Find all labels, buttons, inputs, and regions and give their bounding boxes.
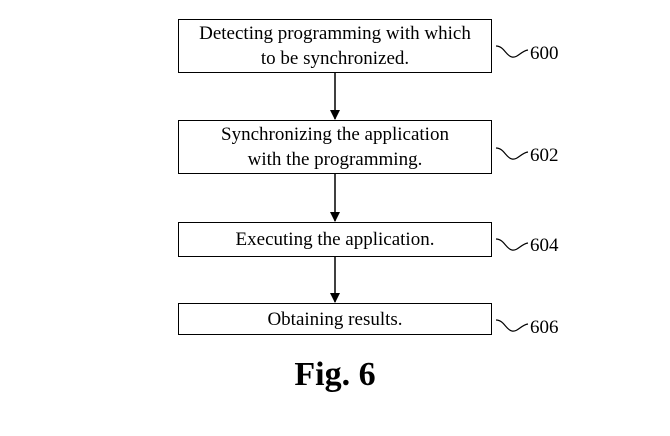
step-box-600: Detecting programming with which to be s… bbox=[178, 19, 492, 73]
step-text-602: Synchronizing the application with the p… bbox=[221, 122, 449, 172]
leader-line-606 bbox=[496, 320, 528, 331]
reference-number-602: 602 bbox=[530, 145, 559, 167]
leader-line-600 bbox=[496, 46, 528, 57]
step-text-600: Detecting programming with which to be s… bbox=[199, 21, 471, 71]
figure-caption: Fig. 6 bbox=[0, 353, 670, 397]
step-box-602: Synchronizing the application with the p… bbox=[178, 120, 492, 174]
step-604-line-1: Executing the application. bbox=[236, 227, 435, 252]
leader-line-602 bbox=[496, 148, 528, 159]
step-600-line-2: to be synchronized. bbox=[199, 46, 471, 71]
step-box-606: Obtaining results. bbox=[178, 303, 492, 335]
step-602-line-2: with the programming. bbox=[221, 147, 449, 172]
reference-number-606: 606 bbox=[530, 317, 559, 339]
step-box-604: Executing the application. bbox=[178, 222, 492, 257]
leader-line-604 bbox=[496, 239, 528, 250]
step-600-line-1: Detecting programming with which bbox=[199, 21, 471, 46]
reference-number-604: 604 bbox=[530, 235, 559, 257]
step-602-line-1: Synchronizing the application bbox=[221, 122, 449, 147]
reference-number-600: 600 bbox=[530, 43, 559, 65]
step-606-line-1: Obtaining results. bbox=[267, 307, 402, 332]
